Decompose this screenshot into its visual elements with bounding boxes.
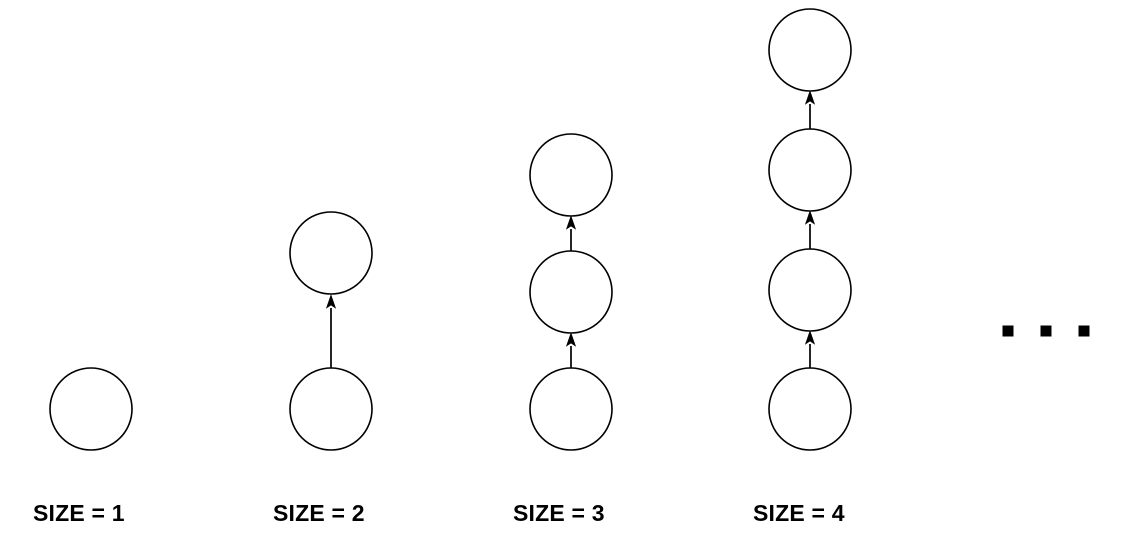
node-circle[interactable] xyxy=(768,248,852,332)
chain-group-4 xyxy=(768,8,852,451)
node-circle[interactable] xyxy=(768,8,852,92)
size-label-2: SIZE = 2 xyxy=(273,500,365,526)
size-label-3: SIZE = 3 xyxy=(513,500,605,526)
node-circle[interactable] xyxy=(49,367,133,451)
chain-group-3 xyxy=(529,133,613,451)
ellipsis-dot-icon xyxy=(1002,325,1014,337)
arrow-head-icon xyxy=(804,210,816,225)
chain-group-2 xyxy=(289,211,373,451)
node-circle[interactable] xyxy=(529,367,613,451)
edge-arrow xyxy=(565,215,577,251)
arrow-head-icon xyxy=(804,330,816,345)
chain-group-1 xyxy=(49,367,133,451)
arrow-head-icon xyxy=(565,215,577,230)
node-circle[interactable] xyxy=(289,211,373,295)
ellipsis-dot-icon xyxy=(1078,325,1090,337)
edge-arrow xyxy=(325,294,337,368)
arrow-head-icon xyxy=(325,294,337,309)
node-circle[interactable] xyxy=(768,128,852,212)
arrow-head-icon xyxy=(804,90,816,105)
edge-arrow xyxy=(804,330,816,368)
ellipsis-dot-icon xyxy=(1040,325,1052,337)
edge-arrow xyxy=(804,90,816,129)
size-label-1: SIZE = 1 xyxy=(33,500,125,526)
ellipsis-group xyxy=(1002,325,1090,337)
node-circle[interactable] xyxy=(768,367,852,451)
edge-arrow xyxy=(804,210,816,249)
edge-arrow xyxy=(565,332,577,368)
node-circle[interactable] xyxy=(529,250,613,334)
size-label-4: SIZE = 4 xyxy=(753,500,845,526)
node-circle[interactable] xyxy=(289,367,373,451)
node-circle[interactable] xyxy=(529,133,613,217)
arrow-head-icon xyxy=(565,332,577,347)
